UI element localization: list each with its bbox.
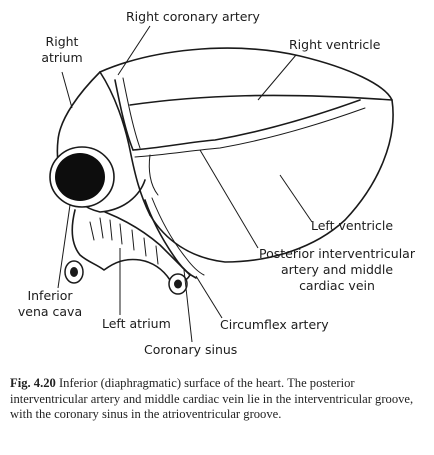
leader-right-coronary-artery bbox=[117, 25, 151, 76]
label-posterior-line2: artery and middle bbox=[281, 262, 393, 277]
leader-right-atrium bbox=[61, 71, 73, 109]
leader-inferior-vena-cava bbox=[57, 204, 71, 289]
figure-caption-text: Inferior (diaphragmatic) surface of the … bbox=[10, 376, 414, 421]
leader-coronary-sinus bbox=[183, 269, 193, 343]
pulmonary-vein-left-inner bbox=[70, 267, 78, 277]
left-atrium-hatching bbox=[89, 217, 159, 265]
coronary-sinus-vessel bbox=[144, 199, 197, 279]
ventricle-outline bbox=[99, 47, 394, 263]
leader-circumflex-artery bbox=[195, 275, 223, 319]
left-atrium-top bbox=[104, 211, 191, 276]
figure-caption: Fig. 4.20 Inferior (diaphragmatic) surfa… bbox=[10, 376, 420, 423]
label-posterior-line1: Posterior interventricular bbox=[259, 246, 416, 261]
figure-number: Fig. 4.20 bbox=[10, 376, 56, 390]
label-inferior-line2: vena cava bbox=[18, 304, 82, 319]
label-inferior-line1: Inferior bbox=[27, 288, 73, 303]
right-ventricle-border bbox=[129, 94, 393, 106]
label-right-coronary-artery: Right coronary artery bbox=[126, 9, 261, 24]
label-right-atrium-line2: atrium bbox=[41, 50, 82, 65]
label-posterior-line3: cardiac vein bbox=[299, 278, 375, 293]
leader-posterior-artery bbox=[199, 149, 259, 249]
leader-right-ventricle bbox=[257, 54, 297, 101]
label-left-atrium: Left atrium bbox=[102, 316, 171, 331]
right-coronary-artery-vessel bbox=[114, 79, 134, 151]
label-left-ventricle: Left ventricle bbox=[311, 218, 393, 233]
label-coronary-sinus: Coronary sinus bbox=[144, 342, 237, 357]
atrioventricular-groove bbox=[99, 71, 151, 216]
pulmonary-vein-right-inner bbox=[174, 279, 182, 289]
label-circumflex-artery: Circumflex artery bbox=[220, 317, 329, 332]
interventricular-vessels bbox=[132, 99, 361, 151]
right-coronary-artery-vessel-edge bbox=[122, 77, 141, 149]
branch-vessel bbox=[148, 154, 159, 196]
interventricular-vessels-edge bbox=[134, 107, 366, 158]
label-right-ventricle: Right ventricle bbox=[289, 37, 381, 52]
left-atrium-body bbox=[71, 209, 191, 284]
leader-left-ventricle bbox=[279, 174, 313, 223]
inferior-vena-cava-opening bbox=[55, 153, 105, 201]
label-right-atrium-line1: Right bbox=[46, 34, 79, 49]
circumflex-vessel bbox=[151, 197, 205, 276]
